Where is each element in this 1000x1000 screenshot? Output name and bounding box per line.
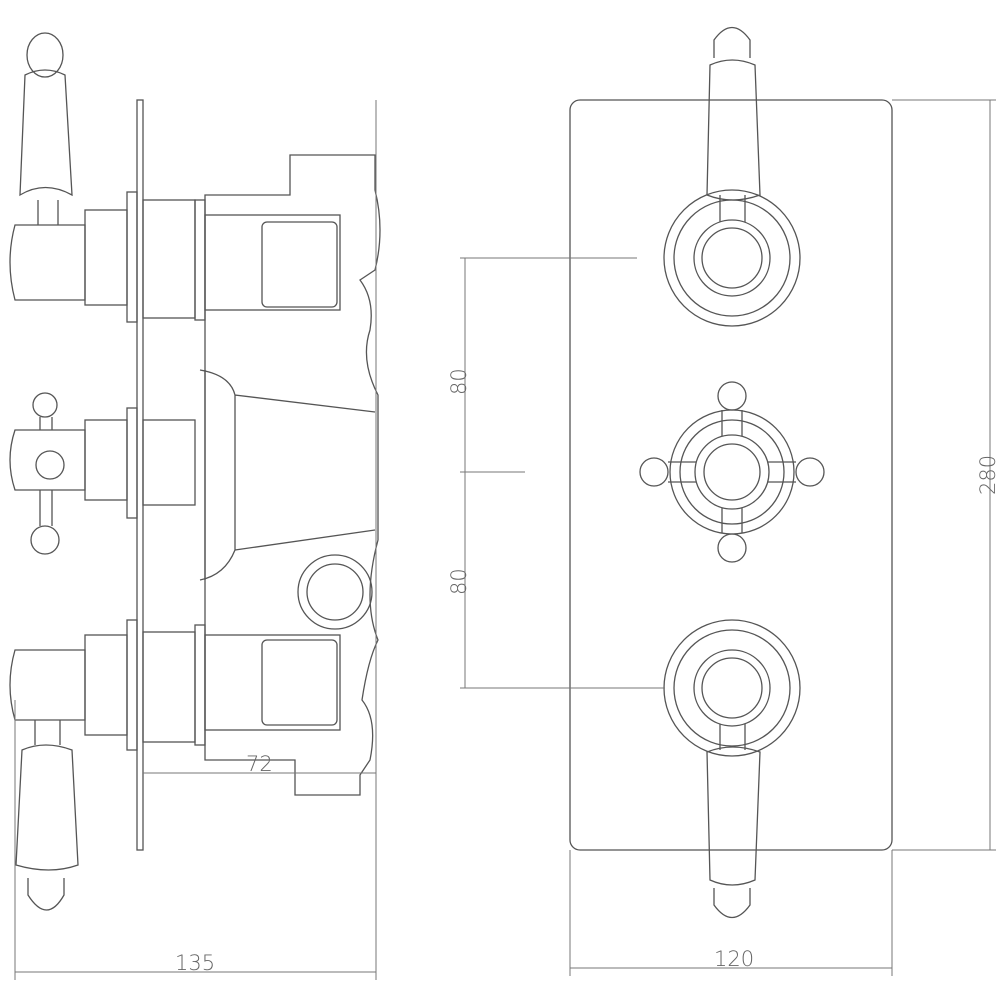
faceplate — [569, 99, 893, 851]
dimension-80-lower-label: 80 — [447, 568, 471, 595]
diverter-body — [199, 369, 376, 581]
cross-handle-bottom — [30, 525, 60, 555]
dimension-280-line — [892, 99, 996, 851]
spindle-top — [9, 32, 196, 323]
dimension-80-lines — [460, 257, 665, 689]
outlet-circle — [297, 554, 373, 630]
spindle-bottom — [9, 619, 196, 911]
side-view: 135 72 — [9, 32, 381, 980]
control-middle — [639, 381, 825, 563]
lever-handle-bottom-front — [706, 746, 761, 886]
lever-handle-top — [19, 69, 73, 197]
control-bottom — [663, 619, 801, 919]
dimension-135-label: 135 — [175, 951, 215, 975]
spindle-middle — [9, 392, 196, 555]
cartridge-bottom — [204, 634, 341, 731]
dimension-135-line — [14, 100, 377, 980]
valve-body-outline — [204, 154, 381, 796]
lever-handle-top-front — [706, 59, 761, 201]
dimension-72-label: 72 — [246, 752, 273, 776]
dimension-120-label: 120 — [714, 947, 754, 971]
control-top — [663, 26, 801, 327]
front-view: 80 80 280 120 — [447, 26, 1000, 976]
dimension-80-upper-label: 80 — [447, 368, 471, 395]
lever-handle-bottom — [15, 744, 79, 871]
backplate-side — [136, 99, 144, 851]
cartridge-top — [204, 214, 341, 311]
cross-handle-top — [32, 392, 58, 418]
dimension-120-line — [569, 850, 893, 976]
dimension-280-label: 280 — [976, 455, 1000, 495]
